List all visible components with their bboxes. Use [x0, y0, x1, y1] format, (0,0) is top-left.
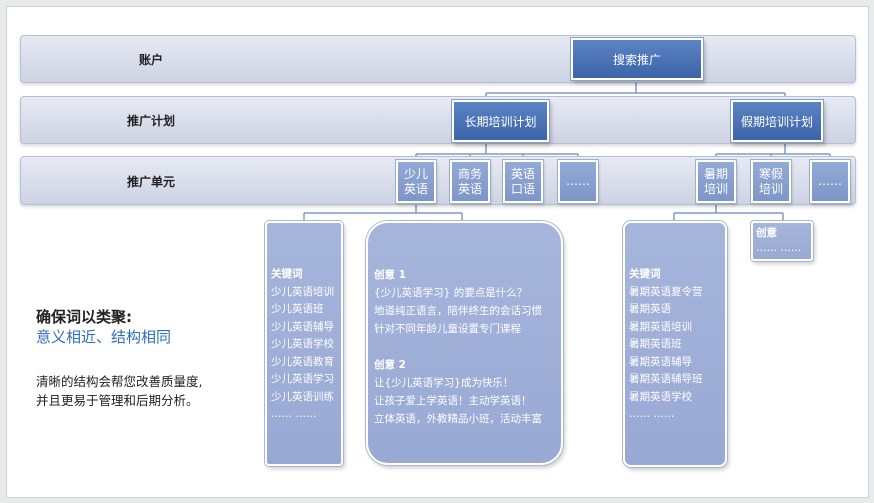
unit-business-english-line2: 英语 [457, 181, 482, 196]
unit-winter-training: 寒假 培训 [751, 160, 791, 203]
keyword-item: 少儿英语教育 [271, 355, 334, 368]
creative-1-line: {少儿英语学习} 的要点是什么？ [374, 287, 528, 299]
unit-winter-training-line2: 培训 [758, 181, 783, 196]
keyword-item: 暑期英语学校 [629, 390, 692, 403]
unit-summer-training-line1: 暑期 [703, 166, 728, 181]
keyword-item: 少儿英语辅导 [271, 320, 334, 333]
node-long-term-plan-label: 长期培训计划 [464, 114, 537, 129]
keyword-item-more: …… …… [629, 408, 675, 420]
unit-children-english: 少儿 英语 [396, 160, 436, 203]
keyword-item: 少儿英语班 [271, 303, 324, 315]
keyword-item-more: …… …… [271, 408, 317, 420]
connector-child-unit-to-panels [303, 203, 463, 221]
unit-business-english-line1: 商务 [457, 166, 482, 181]
account-level-label: 账户 [138, 53, 163, 67]
keyword-item: 少儿英语训练 [271, 390, 334, 403]
node-search-promotion-label: 搜索推广 [612, 52, 661, 67]
creative-2-line: 让孩子爱上学英语！主动学英语！ [374, 395, 532, 407]
unit-winter-training-line1: 寒假 [758, 166, 783, 181]
connector-root-to-plans [485, 80, 786, 100]
keywords-panel-children: 关键词 少儿英语培训 少儿英语班 少儿英语辅导 少儿英语学校 少儿英语教育 少儿… [265, 221, 343, 466]
creative-panel-children: 创意 1 {少儿英语学习} 的要点是什么？ 地道纯正语言，陪伴终生的会话习惯 针… [366, 221, 563, 465]
creative-2-line: 让{少儿英语学习}成为快乐！ [374, 377, 514, 389]
node-holiday-plan: 假期培训计划 [731, 100, 823, 142]
node-long-term-plan: 长期培训计划 [452, 100, 549, 142]
unit-more-left: …… [558, 160, 598, 203]
keyword-item: 少儿英语学习 [271, 373, 334, 385]
unit-business-english: 商务 英语 [450, 160, 490, 203]
keyword-item: 暑期英语 [629, 303, 671, 315]
account-level-band: 账户 [20, 35, 856, 83]
side-text-line1: 清晰的结构会帮您改善质量度, [36, 374, 203, 389]
side-heading: 确保词以类聚: [36, 308, 132, 326]
creative-2-line: 立体英语，外教精品小班，活动丰富 [374, 413, 542, 425]
keyword-item: 少儿英语培训 [271, 285, 334, 298]
unit-summer-training: 暑期 培训 [696, 160, 736, 203]
keyword-item: 少儿英语学校 [271, 338, 334, 350]
node-holiday-plan-label: 假期培训计划 [740, 114, 813, 129]
unit-more-right-label: …… [818, 174, 842, 188]
unit-more-right: …… [810, 160, 850, 203]
creative-panel-summer: 创意 …… …… [751, 221, 813, 261]
unit-english-oral-line1: 英语 [510, 166, 535, 181]
keyword-item: 暑期英语辅导 [629, 355, 692, 368]
creative-1-title: 创意 1 [374, 269, 406, 281]
unit-english-oral: 英语 口语 [503, 160, 543, 203]
unit-level-label: 推广单元 [126, 175, 175, 189]
creative-panel-summer-more: …… …… [756, 242, 802, 254]
keywords-panel-summer: 关键词 暑期英语夏令营 暑期英语 暑期英语培训 暑期英语班 暑期英语辅导 暑期英… [623, 221, 727, 467]
keyword-item: 暑期英语班 [629, 338, 682, 350]
unit-children-english-line1: 少儿 [403, 166, 428, 181]
plan-level-label: 推广计划 [126, 114, 175, 128]
keyword-item: 暑期英语培训 [629, 320, 692, 333]
unit-children-english-line2: 英语 [403, 181, 428, 196]
creative-panel-summer-title: 创意 [756, 227, 777, 239]
keywords-panel-summer-title: 关键词 [629, 268, 661, 280]
creative-1-line: 针对不同年龄儿童设置专门课程 [374, 323, 521, 335]
keywords-panel-children-title: 关键词 [271, 268, 303, 280]
side-text-line2: 并且更易于管理和后期分析。 [36, 393, 199, 408]
node-search-promotion: 搜索推广 [571, 38, 703, 80]
keyword-item: 暑期英语辅导班 [629, 373, 703, 385]
creative-1-line: 地道纯正语言，陪伴终生的会话习惯 [374, 305, 542, 317]
plan-level-band: 推广计划 [20, 96, 856, 144]
unit-summer-training-line2: 培训 [703, 181, 728, 196]
keyword-item: 暑期英语夏令营 [629, 285, 703, 298]
side-subheading: 意义相近、结构相同 [36, 328, 172, 346]
creative-2-title: 创意 2 [374, 359, 406, 371]
unit-more-left-label: …… [566, 174, 590, 188]
unit-english-oral-line2: 口语 [510, 181, 535, 196]
connector-summer-unit-to-panels [673, 203, 784, 221]
